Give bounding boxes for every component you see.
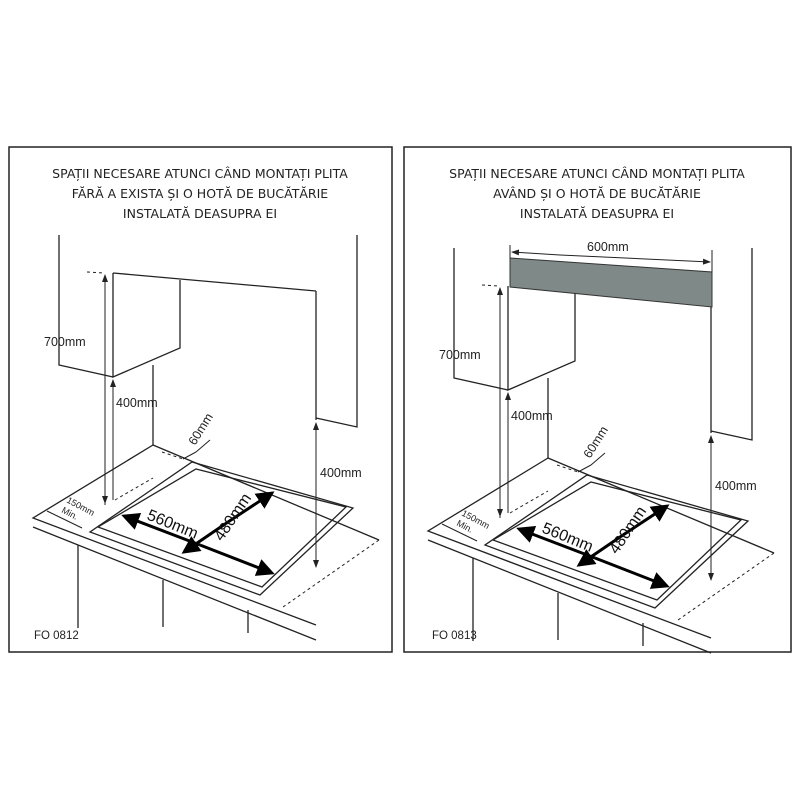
panel-border	[403, 146, 792, 653]
kitchen-drawing	[428, 248, 774, 653]
panel-title-line-1: SPAȚII NECESARE ATUNCI CÂND MONTAȚI PLIT…	[52, 166, 348, 181]
dim-700-label: 700mm	[44, 335, 86, 349]
hood-dim-line	[511, 249, 561, 256]
panel-title-line-3: INSTALATĂ DEASUPRA EI	[123, 206, 277, 221]
dim-400-right-label: 400mm	[320, 466, 362, 480]
kitchen-drawing	[33, 235, 379, 640]
panel-title-line-3: INSTALATĂ DEASUPRA EI	[520, 206, 674, 221]
cabinet-top-line	[112, 272, 317, 292]
panel-with-hood: SPAȚII NECESARE ATUNCI CÂND MONTAȚI PLIT…	[403, 146, 792, 653]
panel-title-line-2: AVÂND ȘI O HOTĂ DE BUCĂTĂRIE	[493, 186, 701, 201]
dim-400-right-label: 400mm	[715, 479, 757, 493]
dim-400-left-label: 400mm	[116, 396, 158, 410]
cooker-hood	[509, 257, 713, 308]
dim-700-label: 700mm	[439, 348, 481, 362]
dim-560-label: 560mm	[540, 520, 596, 556]
dim-560-label: 560mm	[145, 507, 201, 543]
dim-400-left-label: 400mm	[511, 409, 553, 423]
panel-title-line-1: SPAȚII NECESARE ATUNCI CÂND MONTAȚI PLIT…	[449, 166, 745, 181]
dim-60-label: 60mm	[186, 411, 216, 448]
figure-code: FO 0813	[432, 630, 477, 642]
panel-border	[8, 146, 393, 653]
dim-60-label: 60mm	[581, 424, 611, 461]
dim-480-label: 480mm	[606, 503, 650, 557]
dim-480-label: 480mm	[211, 490, 255, 544]
panel-no-hood: SPAȚII NECESARE ATUNCI CÂND MONTAȚI PLIT…	[8, 146, 393, 653]
dim-600-label: 600mm	[587, 240, 629, 254]
figure-code: FO 0812	[34, 630, 79, 642]
panel-title-line-2: FĂRĂ A EXISTA ȘI O HOTĂ DE BUCĂTĂRIE	[72, 186, 328, 201]
hood-dim-line	[559, 254, 711, 265]
